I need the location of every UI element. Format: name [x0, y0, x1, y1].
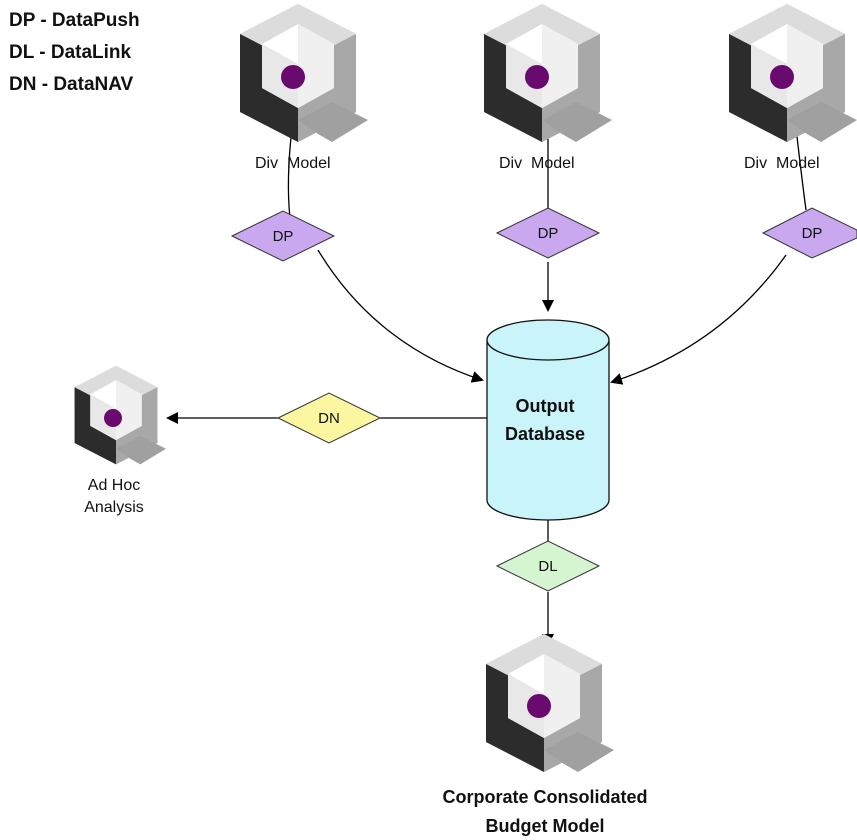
legend-datalink: DL - DataLink — [9, 42, 132, 63]
edge-dp1-db — [317, 249, 484, 383]
edge-dp3-db — [610, 254, 787, 385]
dp-diamond-1-label: DP — [273, 228, 294, 245]
div-model-1: Div Model — [240, 4, 368, 172]
cube-dot-icon — [525, 65, 549, 89]
corporate-label-line1: Corporate Consolidated — [442, 787, 647, 807]
ad-hoc-analysis: Ad Hoc Analysis — [74, 365, 166, 516]
div-model-1-label: Div Model — [255, 155, 331, 172]
cube-dot-icon — [104, 409, 122, 427]
output-database: Output Database — [486, 319, 610, 521]
ad-hoc-label-line2: Analysis — [84, 499, 144, 516]
corporate-label-line2: Budget Model — [486, 816, 605, 836]
dp-diamond-3-label: DP — [802, 225, 823, 242]
database-label-line1: Output — [516, 396, 575, 416]
dp-diamond-2: DP — [495, 207, 601, 259]
div-model-2: Div Model — [484, 4, 612, 172]
connection-lines — [166, 127, 807, 646]
cube-dot-icon — [527, 694, 551, 718]
corporate-budget-model: Corporate Consolidated Budget Model — [442, 634, 648, 836]
database-label-line2: Database — [505, 424, 585, 444]
dp-diamond-1: DP — [230, 210, 336, 262]
edge-div1-dp1 — [287, 127, 293, 219]
ad-hoc-label-line1: Ad Hoc — [88, 477, 140, 494]
dp-diamond-2-label: DP — [538, 225, 559, 242]
div-model-2-label: Div Model — [499, 155, 575, 172]
dp-diamond-3: DP — [761, 207, 857, 259]
dl-diamond: DL — [495, 540, 601, 592]
cube-dot-icon — [770, 65, 794, 89]
edge-div3-dp3 — [795, 127, 807, 211]
div-model-3: Div Model — [729, 4, 857, 172]
legend-datanav: DN - DataNAV — [9, 74, 134, 95]
dn-diamond: DN — [276, 392, 382, 444]
dn-diamond-label: DN — [318, 410, 340, 427]
database-top — [486, 319, 610, 361]
legend-datapush: DP - DataPush — [9, 10, 140, 31]
div-model-3-label: Div Model — [744, 155, 820, 172]
dl-diamond-label: DL — [538, 558, 557, 575]
cube-dot-icon — [281, 65, 305, 89]
